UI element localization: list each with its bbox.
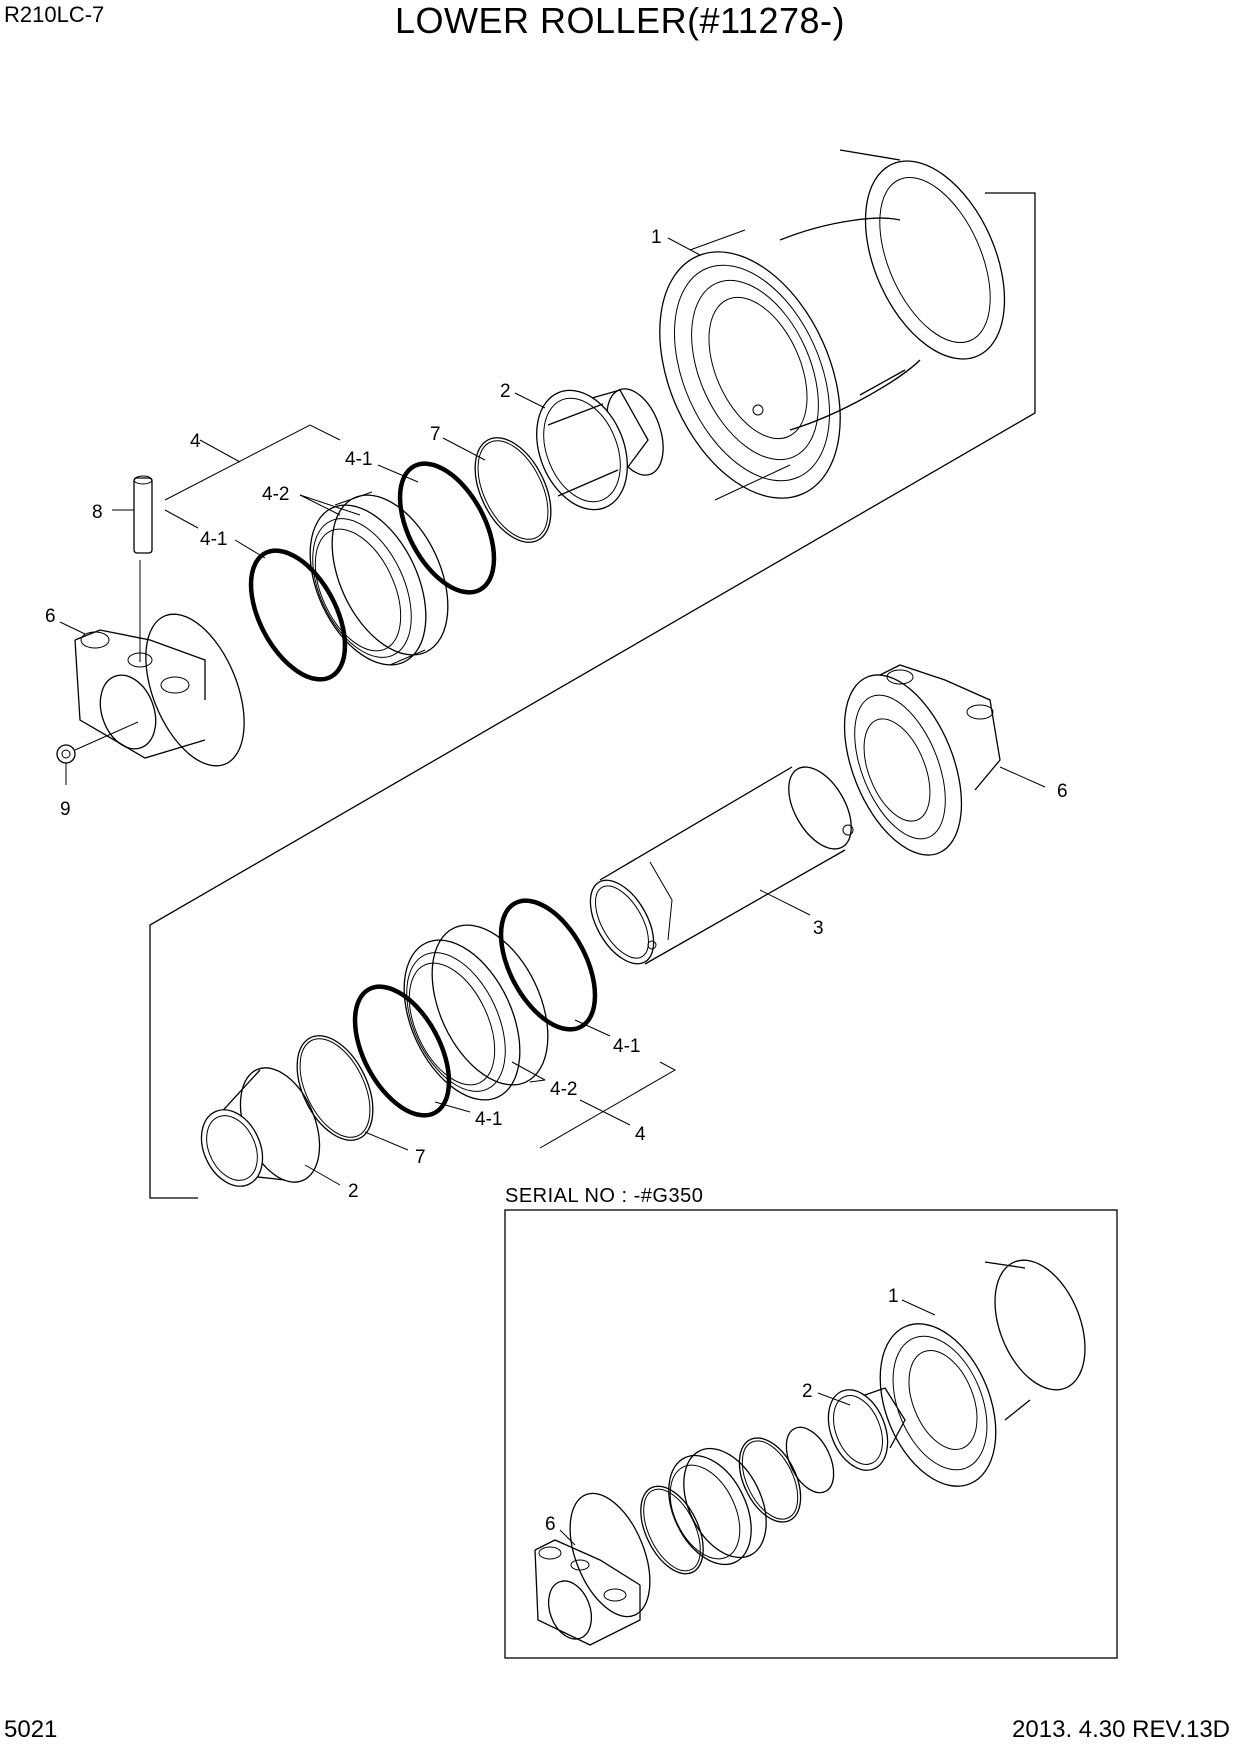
callout-oring-bottom: 7	[415, 1147, 426, 1168]
callout-roller: 1	[651, 227, 662, 248]
callout-collar-top: 2	[500, 381, 511, 402]
inset-serial-caption: SERIAL NO : -#G350	[505, 1185, 704, 1207]
inset-seal-parts	[640, 1426, 835, 1575]
inset-leader-lines	[559, 1299, 936, 1546]
seal-ring-upper-b	[248, 548, 348, 682]
callout-oring-top: 7	[430, 424, 441, 445]
model-code: R210LC-7	[4, 2, 105, 27]
callout-inset-collar: 2	[802, 1381, 813, 1402]
revision-date: 2013. 4.30 REV.13D	[1012, 1716, 1230, 1743]
callout-shaft: 3	[813, 918, 824, 939]
inset-bracket-part	[534, 1492, 651, 1646]
callout-seal-ring-b: 4-1	[200, 529, 227, 550]
callout-seal-bottom: 4	[635, 1124, 646, 1145]
assembly-frame	[149, 192, 1036, 1199]
bracket-left-part	[74, 560, 245, 767]
seal-face-top-part	[309, 491, 449, 666]
callout-inset-bracket: 6	[545, 1514, 556, 1535]
page-number: 5021	[4, 1716, 58, 1743]
callout-seal-ring-c: 4-1	[613, 1036, 640, 1057]
seal-face-bottom-part	[403, 924, 549, 1101]
inset-roller-part	[879, 1259, 1086, 1487]
callout-collar-bottom: 2	[348, 1181, 359, 1202]
oring-bottom-part	[296, 1035, 374, 1141]
inset-collar-part	[827, 1387, 906, 1471]
pin-part	[133, 475, 153, 554]
collar-top-part	[536, 388, 664, 511]
callout-plug: 9	[60, 799, 71, 820]
oring-top-part	[474, 437, 552, 543]
callout-seal-ring-a: 4-1	[345, 449, 372, 470]
roller-part	[659, 149, 1006, 501]
plug-part	[56, 721, 139, 764]
page-title: LOWER ROLLER(#11278-)	[395, 0, 845, 41]
callout-seal-face-bottom: 4-2	[550, 1079, 577, 1100]
collar-bottom-part	[200, 1067, 321, 1187]
callout-inset-roller: 1	[888, 1286, 899, 1307]
shaft-part	[589, 766, 854, 965]
callout-seal-top: 4	[190, 431, 201, 452]
callout-bracket-right: 6	[1057, 781, 1068, 802]
callout-seal-ring-d: 4-1	[475, 1109, 502, 1130]
leader-lines	[59, 237, 1046, 1186]
bracket-right-part	[843, 664, 1001, 856]
seal-ring-upper-a	[397, 461, 497, 595]
callout-seal-face-top: 4-2	[262, 484, 289, 505]
callout-pin: 8	[92, 502, 103, 523]
seal-ring-lower-d	[352, 984, 452, 1118]
callout-bracket-left: 6	[45, 606, 56, 627]
inset-frame	[504, 1209, 1118, 1659]
seal-ring-lower-c	[498, 898, 598, 1032]
